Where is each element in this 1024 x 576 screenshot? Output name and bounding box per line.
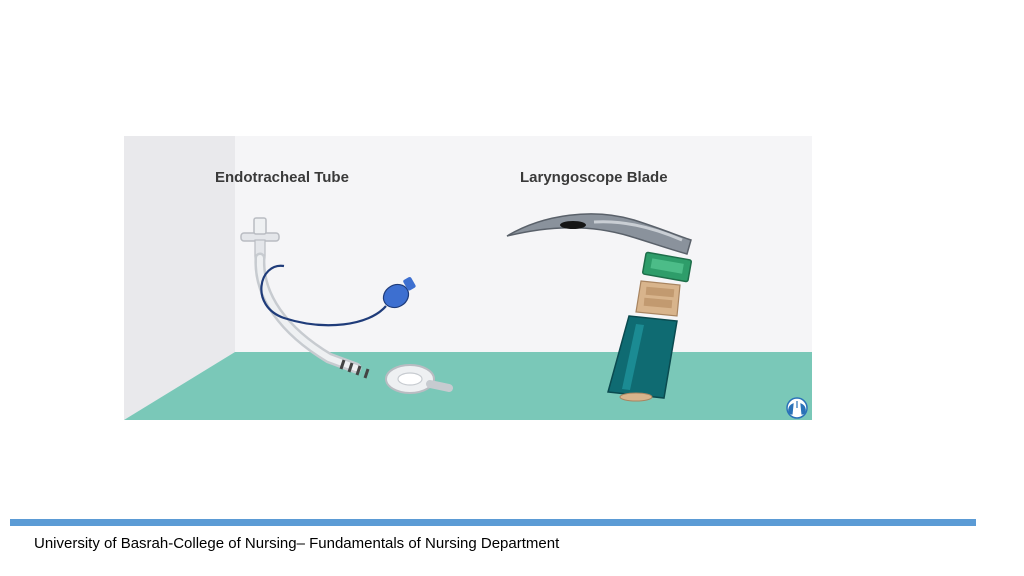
airway-equipment-illustration: Endotracheal Tube Laryngoscope Blade [124, 136, 812, 420]
illustration-canvas [124, 136, 812, 420]
left-wall [124, 136, 235, 420]
footer-divider [10, 519, 976, 526]
lungs-logo-icon [786, 397, 808, 419]
laryngoscope-blade-label: Laryngoscope Blade [520, 169, 668, 186]
floor [124, 352, 812, 420]
footer-caption: University of Basrah-College of Nursing–… [34, 535, 560, 552]
endotracheal-tube-icon [240, 217, 453, 394]
endotracheal-tube-label: Endotracheal Tube [215, 169, 349, 186]
laryngoscope-blade-icon [506, 213, 692, 402]
